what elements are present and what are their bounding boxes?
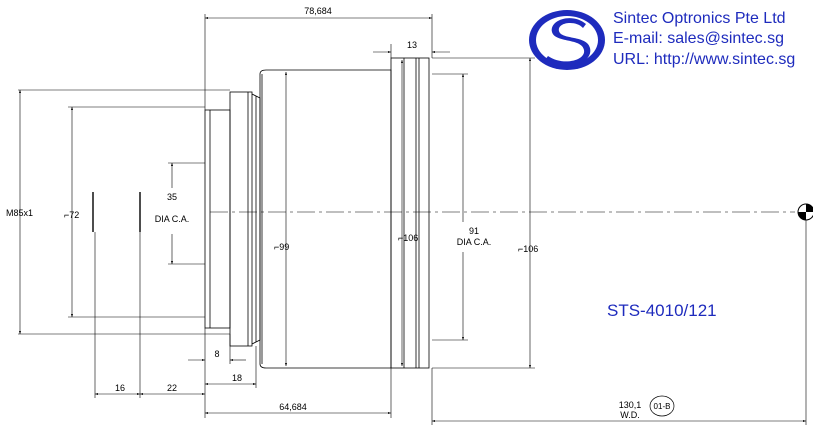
dim-8: 8 <box>214 349 219 359</box>
dim-18: 18 <box>232 373 242 383</box>
dim-16: 16 <box>115 383 125 393</box>
top-dimensions <box>204 14 450 110</box>
revision-label: 01-B <box>654 402 671 411</box>
dim-flange-dia: ⌐106 <box>398 233 418 243</box>
company-email: E-mail: sales@sintec.sg <box>613 30 784 47</box>
dim-aperture-left-label: DIA C.A. <box>155 214 190 224</box>
dim-aperture-left: 35 <box>167 192 177 202</box>
dim-total-length: 78,684 <box>304 6 332 16</box>
company-url: URL: http://www.sintec.sg <box>613 51 796 68</box>
dim-64: 64,684 <box>279 402 307 412</box>
dim-mount-thread: M85x1 <box>6 208 33 218</box>
dim-working-distance: 130,1 <box>619 400 642 410</box>
dim-bore-dia: ⌐72 <box>64 210 79 220</box>
sintec-logo-icon <box>529 10 605 70</box>
dim-aperture-right-label: DIA C.A. <box>457 237 492 247</box>
dim-flange-width: 13 <box>407 40 417 50</box>
revision-circle <box>649 395 675 417</box>
lens-body <box>204 57 430 369</box>
part-number: STS-4010/121 <box>607 301 717 320</box>
focal-point-icon <box>797 203 813 221</box>
company-name: Sintec Optronics Pte Ltd <box>613 10 786 27</box>
right-dimensions <box>432 57 535 369</box>
dim-body-dia: ⌐99 <box>274 242 289 252</box>
dim-aperture-right: 91 <box>469 226 479 236</box>
left-dimensions <box>18 89 230 335</box>
dim-working-distance-label: W.D. <box>620 410 640 420</box>
bottom-dimensions <box>94 212 807 425</box>
dim-outer-dia: ⌐106 <box>518 244 538 254</box>
body-dimensions <box>284 60 404 366</box>
dim-22: 22 <box>167 383 177 393</box>
